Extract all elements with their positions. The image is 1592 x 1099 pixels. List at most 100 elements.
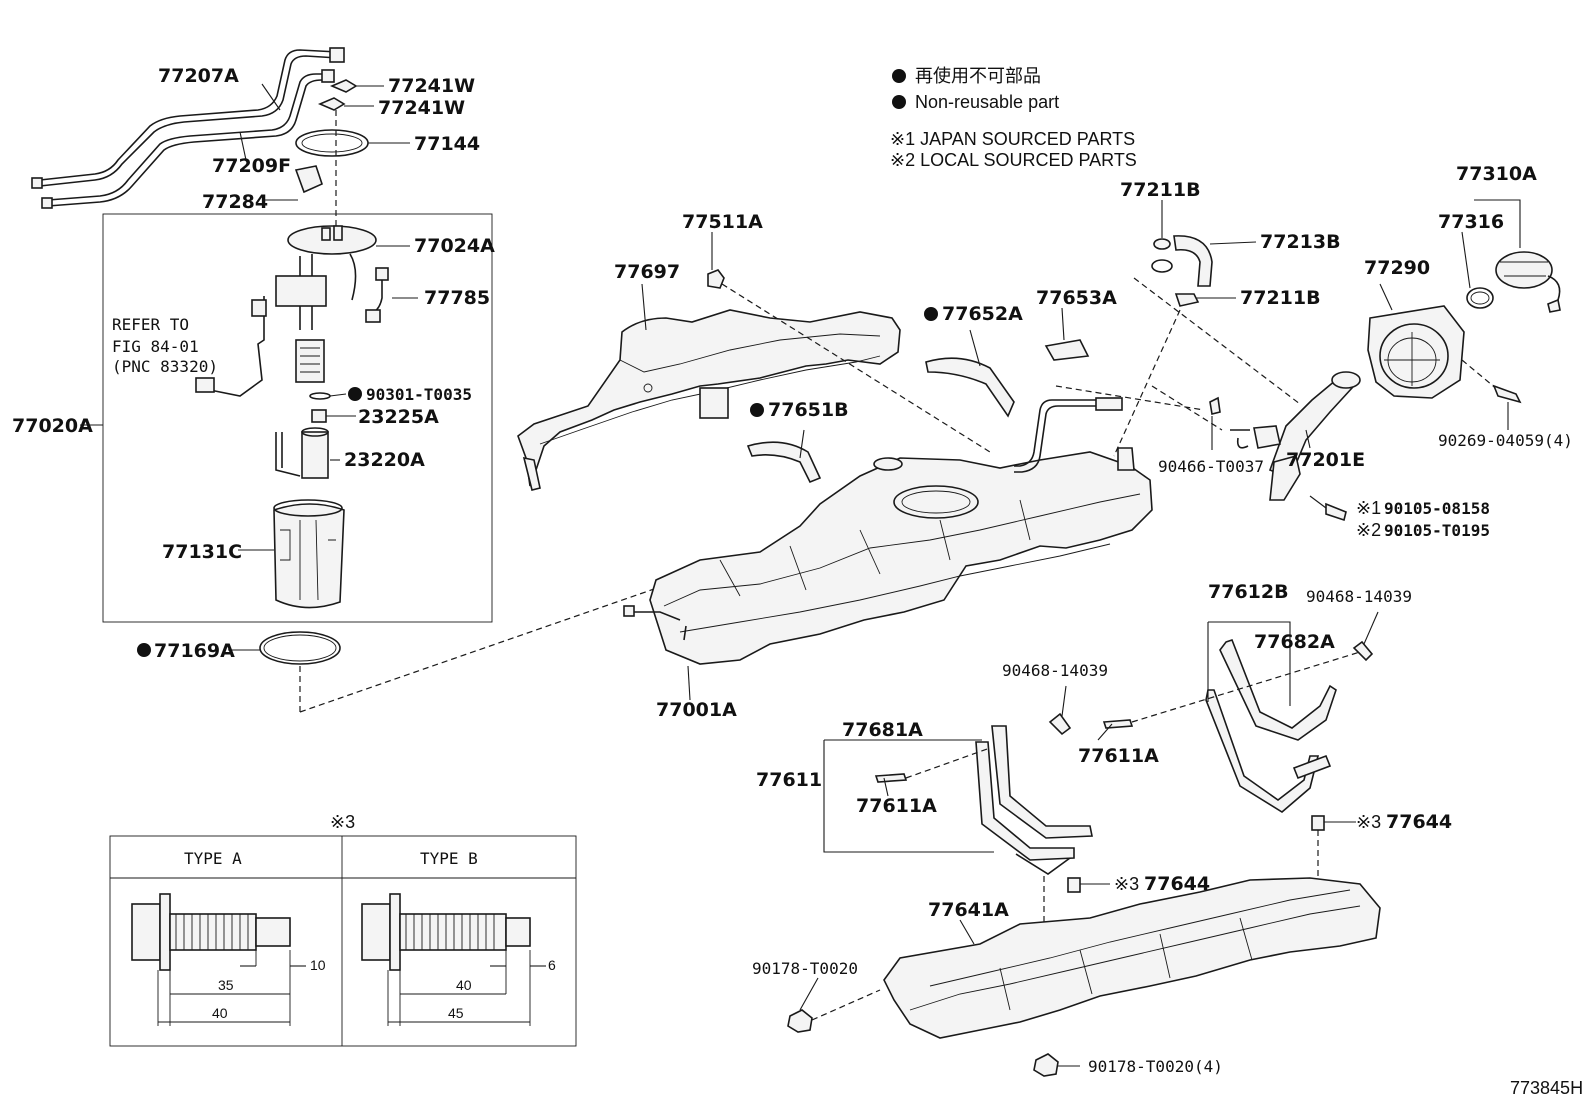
clip-90468-right xyxy=(1352,640,1374,662)
pump-assembly-frame xyxy=(102,213,493,623)
bolt-77611a-left xyxy=(874,773,908,783)
label-77201e: 77201E xyxy=(1286,449,1365,471)
legend-jp: 再使用不可部品 xyxy=(915,66,1041,86)
refer-line-1: REFER TO xyxy=(112,315,189,334)
gasket-77316 xyxy=(1466,287,1494,309)
pump-top-plate xyxy=(287,225,377,255)
label-77611: 77611 xyxy=(756,769,822,791)
label-77284: 77284 xyxy=(202,191,268,213)
hose-line-1 xyxy=(1133,277,1301,405)
label-23220a: 23220A xyxy=(344,449,425,471)
hose-line-2 xyxy=(1113,309,1181,457)
label-90468-right: 90468-14039 xyxy=(1306,587,1412,606)
label-77207a: 77207A xyxy=(158,65,239,87)
dim-a-35: 35 xyxy=(218,977,234,993)
label-77785: 77785 xyxy=(424,287,490,309)
label-77653a: 77653A xyxy=(1036,287,1117,309)
bolt-90105-lead xyxy=(1309,495,1327,509)
label-77169a: 77169A xyxy=(154,640,235,662)
label-77697: 77697 xyxy=(614,261,680,283)
dim-b-6: 6 xyxy=(548,957,556,973)
pump-cup-77131c xyxy=(273,499,345,609)
strap-end-bracket xyxy=(1292,754,1332,780)
refer-line-3: (PNC 83320) xyxy=(112,357,218,376)
label-77144: 77144 xyxy=(414,133,480,155)
clip-77241w-lower xyxy=(317,97,346,111)
label-23225a: 23225A xyxy=(358,406,439,428)
pump-top-connector-1 xyxy=(321,227,331,241)
mark-local-sourced: ※2 xyxy=(1356,520,1381,540)
label-77213b: 77213B xyxy=(1260,231,1341,253)
nut-90178-left-line xyxy=(811,989,881,1021)
label-77681a: 77681A xyxy=(842,719,923,741)
label-type-b: TYPE B xyxy=(420,849,478,868)
heat-insulator-77697 xyxy=(517,309,901,491)
label-77611a-left: 77611A xyxy=(856,795,937,817)
lead-77001a xyxy=(687,665,691,701)
pump-body xyxy=(195,253,389,397)
part-23225a xyxy=(311,409,327,423)
label-77316: 77316 xyxy=(1438,211,1504,233)
strap-77681a xyxy=(975,725,1093,875)
mark-77644-upper: ※3 xyxy=(1356,812,1381,832)
leader-lines xyxy=(228,83,1509,1011)
mark-90301 xyxy=(348,387,362,401)
label-77211b-1: 77211B xyxy=(1120,179,1201,201)
note-local: ※2 LOCAL SOURCED PARTS xyxy=(890,150,1137,170)
bolt-90105 xyxy=(1325,502,1347,522)
fuel-cap-77310a xyxy=(1495,251,1561,313)
lead-77310a xyxy=(1474,199,1521,248)
label-77310a: 77310A xyxy=(1456,163,1537,185)
label-77241w-1: 77241W xyxy=(388,75,475,97)
filler-box-77290 xyxy=(1367,305,1465,399)
strap-77682a xyxy=(1205,639,1337,813)
label-90178-lower: 90178-T0020(4) xyxy=(1088,1057,1223,1076)
bolt-77644-lower xyxy=(1067,877,1081,893)
legend-dot-jp xyxy=(892,69,906,83)
dim-a-40: 40 xyxy=(212,1005,228,1021)
clip-77241w-upper xyxy=(329,79,358,93)
label-90269: 90269-04059(4) xyxy=(1438,431,1573,450)
label-77511a: 77511A xyxy=(682,211,763,233)
label-77612b: 77612B xyxy=(1208,581,1289,603)
label-90468-left: 90468-14039 xyxy=(1002,661,1108,680)
gasket-77316-inner xyxy=(1470,291,1490,305)
dim-a-10: 10 xyxy=(310,957,326,973)
label-77682a: 77682A xyxy=(1254,631,1335,653)
fuel-lines xyxy=(31,47,345,209)
mark-77644-lower: ※3 xyxy=(1114,874,1139,894)
fuel-tank-77001a xyxy=(623,397,1153,665)
label-type-a: TYPE A xyxy=(184,849,242,868)
mark-japan-sourced: ※1 xyxy=(1356,498,1381,518)
bolt-77611a-left-line xyxy=(905,747,991,779)
mark-77651b xyxy=(750,403,764,417)
label-77211b-2: 77211B xyxy=(1240,287,1321,309)
dim-b-45: 45 xyxy=(448,1005,464,1021)
filler-line-1 xyxy=(1151,385,1223,431)
label-90105-08158: 90105-08158 xyxy=(1384,499,1490,518)
pump-top-connector-2 xyxy=(333,225,343,241)
label-90105-t0195: 90105-T0195 xyxy=(1384,521,1490,540)
label-77241w-2: 77241W xyxy=(378,97,465,119)
pad-77653a xyxy=(1044,339,1090,361)
o-ring-90301 xyxy=(309,392,331,400)
label-77611a-right: 77611A xyxy=(1078,745,1159,767)
bolt-77611a-right xyxy=(1102,719,1134,729)
clip-77511a-line xyxy=(721,283,991,453)
label-77290: 77290 xyxy=(1364,257,1430,279)
legend: 再使用不可部品 Non-reusable part ※1 JAPAN SOURC… xyxy=(890,66,1137,170)
mark-77169a xyxy=(137,643,151,657)
insulator-77652a xyxy=(925,357,1015,418)
mark-77652a xyxy=(924,307,938,321)
screw-90269-line xyxy=(1461,359,1499,391)
label-77020a: 77020A xyxy=(12,415,93,437)
screw-90269 xyxy=(1492,384,1522,404)
gasket-to-tank-line xyxy=(299,579,681,713)
legend-en: Non-reusable part xyxy=(915,92,1059,112)
label-77652a: 77652A xyxy=(942,303,1023,325)
label-77131c: 77131C xyxy=(162,541,242,563)
label-77651b: 77651B xyxy=(768,399,849,421)
nut-90178-lower xyxy=(1033,1053,1059,1077)
mark-type-table: ※3 xyxy=(330,812,355,832)
